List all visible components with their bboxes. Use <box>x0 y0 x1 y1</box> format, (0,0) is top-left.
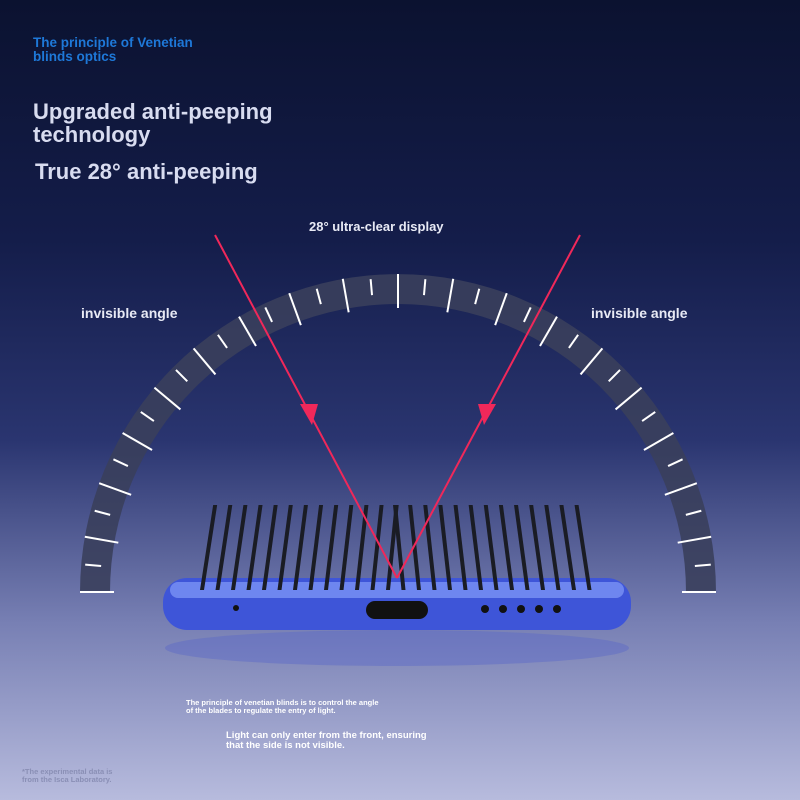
blind-slat <box>246 505 263 590</box>
gauge-ticks <box>80 274 716 593</box>
blind-slat <box>498 505 514 590</box>
angle-claim: True 28° anti-peeping <box>35 159 258 184</box>
speaker-holes <box>233 605 561 613</box>
gauge-tick <box>315 288 322 305</box>
gauge-tick <box>238 316 257 347</box>
gauge-tick <box>494 292 508 326</box>
blind-slat <box>468 505 483 590</box>
gauge-tick <box>85 563 102 568</box>
principle-note: The principle of venetian blinds is to c… <box>186 698 379 715</box>
gauge-tick <box>641 411 656 422</box>
blind-slat <box>453 505 468 590</box>
blind-slat <box>262 505 278 590</box>
gauge-tick <box>474 288 481 305</box>
blind-slat <box>308 505 324 590</box>
usb-port <box>366 601 428 619</box>
blind-slat <box>324 505 339 590</box>
gauge-tick <box>341 278 350 313</box>
subtitle: The principle of Venetian blinds optics <box>33 35 193 65</box>
gauge-tick <box>608 369 621 382</box>
speaker-hole <box>517 605 525 613</box>
gauge-tick <box>579 347 604 376</box>
left-invisible-label: invisible angle <box>81 305 178 321</box>
gauge-tick <box>667 458 684 467</box>
gauge-tick <box>122 432 153 451</box>
blind-slat <box>544 505 561 590</box>
blind-slat <box>574 505 592 590</box>
blind-slat <box>483 505 499 590</box>
gauge-tick <box>98 482 132 496</box>
gauge-tick <box>153 386 182 411</box>
gauge-tick <box>288 292 302 326</box>
arrow-left-icon <box>300 404 318 425</box>
gauge-tick <box>369 279 374 296</box>
arrow-right-icon <box>478 404 496 425</box>
gauge-tick <box>643 432 674 451</box>
gauge-tick <box>422 279 427 296</box>
gauge-tick <box>84 535 119 544</box>
gauge-tick <box>175 369 188 382</box>
blind-slat <box>277 505 293 590</box>
center-label: 28° ultra-clear display <box>309 219 444 234</box>
blind-slat <box>559 505 576 590</box>
blind-slat <box>293 505 308 590</box>
speaker-hole <box>553 605 561 613</box>
blind-slat <box>215 505 233 590</box>
gauge-tick <box>264 306 273 323</box>
blind-slat <box>355 505 369 590</box>
right-invisible-label: invisible angle <box>591 305 688 321</box>
gauge-tick <box>217 334 228 349</box>
gauge-tick <box>94 509 111 516</box>
blind-slat <box>423 505 437 590</box>
blind-slat <box>339 505 354 590</box>
speaker-hole <box>535 605 543 613</box>
blind-slat <box>529 505 545 590</box>
phone-reflection <box>165 630 629 666</box>
gauge-tick <box>446 278 455 313</box>
speaker-hole <box>499 605 507 613</box>
blind-slat <box>200 505 218 590</box>
gauge-tick <box>192 347 217 376</box>
blind-slat <box>231 505 248 590</box>
blind-slat <box>393 505 406 590</box>
speaker-hole <box>481 605 489 613</box>
gauge-tick <box>694 563 711 568</box>
gauge-tick <box>664 482 698 496</box>
gauge-tick <box>523 306 532 323</box>
light-note: Light can only enter from the front, ens… <box>226 730 427 751</box>
gauge-tick <box>112 458 129 467</box>
gauge-tick <box>677 535 712 544</box>
gauge-tick <box>614 386 643 411</box>
disclaimer: *The experimental data is from the Isca … <box>22 767 113 784</box>
blind-slat <box>438 505 452 590</box>
gauge-tick <box>568 334 579 349</box>
gauge-tick <box>140 411 155 422</box>
sensor-hole <box>233 605 239 611</box>
blind-slat <box>514 505 530 590</box>
blind-slat <box>370 505 384 590</box>
gauge-tick <box>539 316 558 347</box>
gauge-tick <box>685 509 702 516</box>
headline: Upgraded anti-peeping technology <box>33 99 273 148</box>
venetian-blinds <box>200 505 592 590</box>
blind-slat <box>408 505 421 590</box>
